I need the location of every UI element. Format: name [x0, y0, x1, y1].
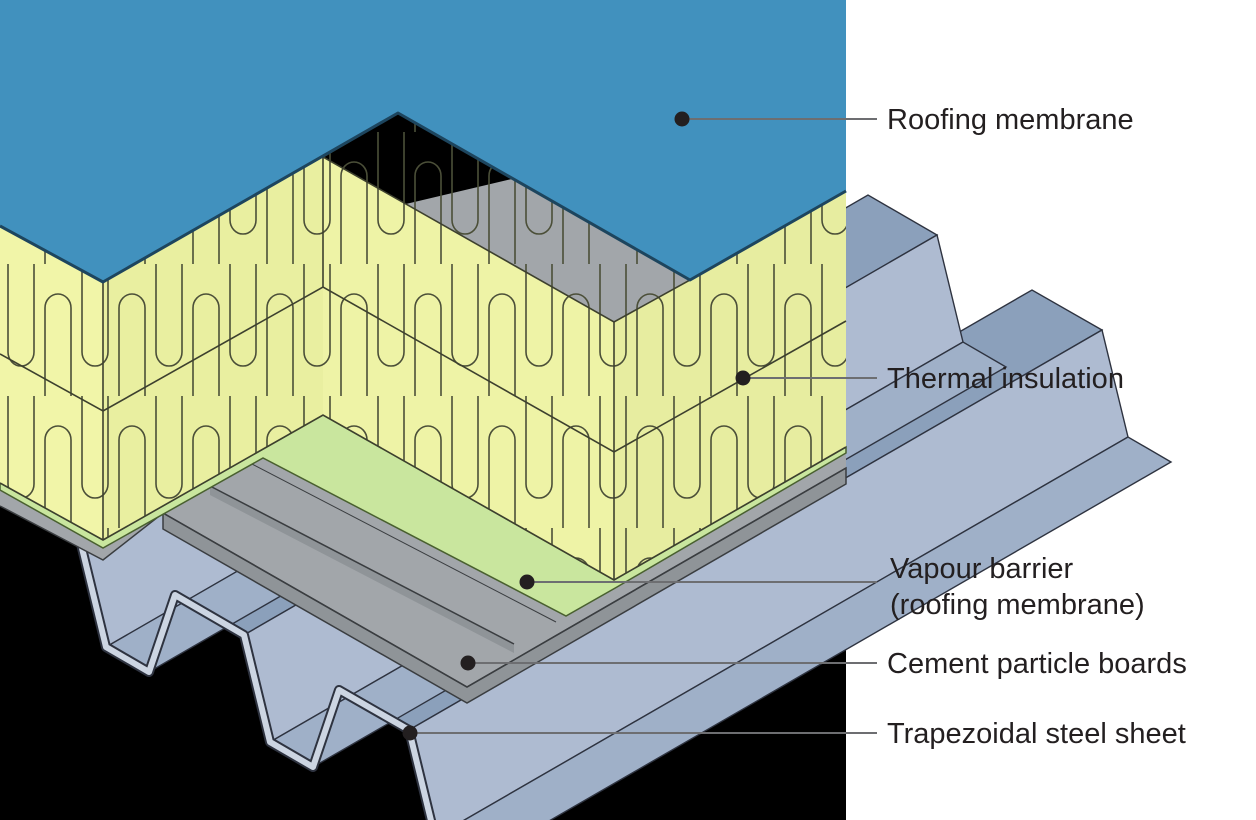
- boards-joint-step: [210, 486, 514, 653]
- label-cement-particle-boards: Cement particle boards: [887, 648, 1187, 680]
- leader-roofing-membrane: [674, 111, 877, 127]
- insulation-wool-texture: [0, 113, 846, 580]
- leader-cement-particle-boards: [460, 655, 877, 671]
- leader-dot: [402, 725, 418, 741]
- boards-joint-line: [251, 463, 557, 623]
- insulation-bottom-outline: [0, 414, 847, 581]
- leader-dot: [735, 370, 751, 386]
- leader-thermal-insulation: [735, 370, 877, 386]
- leader-dot: [674, 111, 690, 127]
- roofing-membrane-layer: [0, 0, 847, 284]
- label-thermal-insulation: Thermal insulation: [887, 363, 1124, 395]
- label-trapezoidal-steel-sheet: Trapezoidal steel sheet: [887, 718, 1186, 750]
- membrane-edge: [0, 111, 847, 284]
- thermal-insulation-layer: [0, 112, 847, 581]
- label-vapour-barrier-line2: (roofing membrane): [890, 589, 1145, 621]
- steel-cut-profile-face: [0, 491, 434, 820]
- membrane-top-face: [0, 0, 846, 282]
- label-vapour-barrier-line1: Vapour barrier: [890, 553, 1074, 585]
- leader-dot: [460, 655, 476, 671]
- callout-labels: Roofing membrane Thermal insulation Vapo…: [887, 104, 1187, 750]
- leader-trapezoidal-steel-sheet: [402, 725, 877, 741]
- leader-dot: [519, 574, 535, 590]
- leader-vapour-barrier: [519, 574, 877, 590]
- steel-rib-bottom: [463, 436, 1173, 820]
- label-roofing-membrane: Roofing membrane: [887, 104, 1134, 136]
- callout-leaders: [402, 111, 877, 741]
- boards-joint-line: [209, 485, 515, 645]
